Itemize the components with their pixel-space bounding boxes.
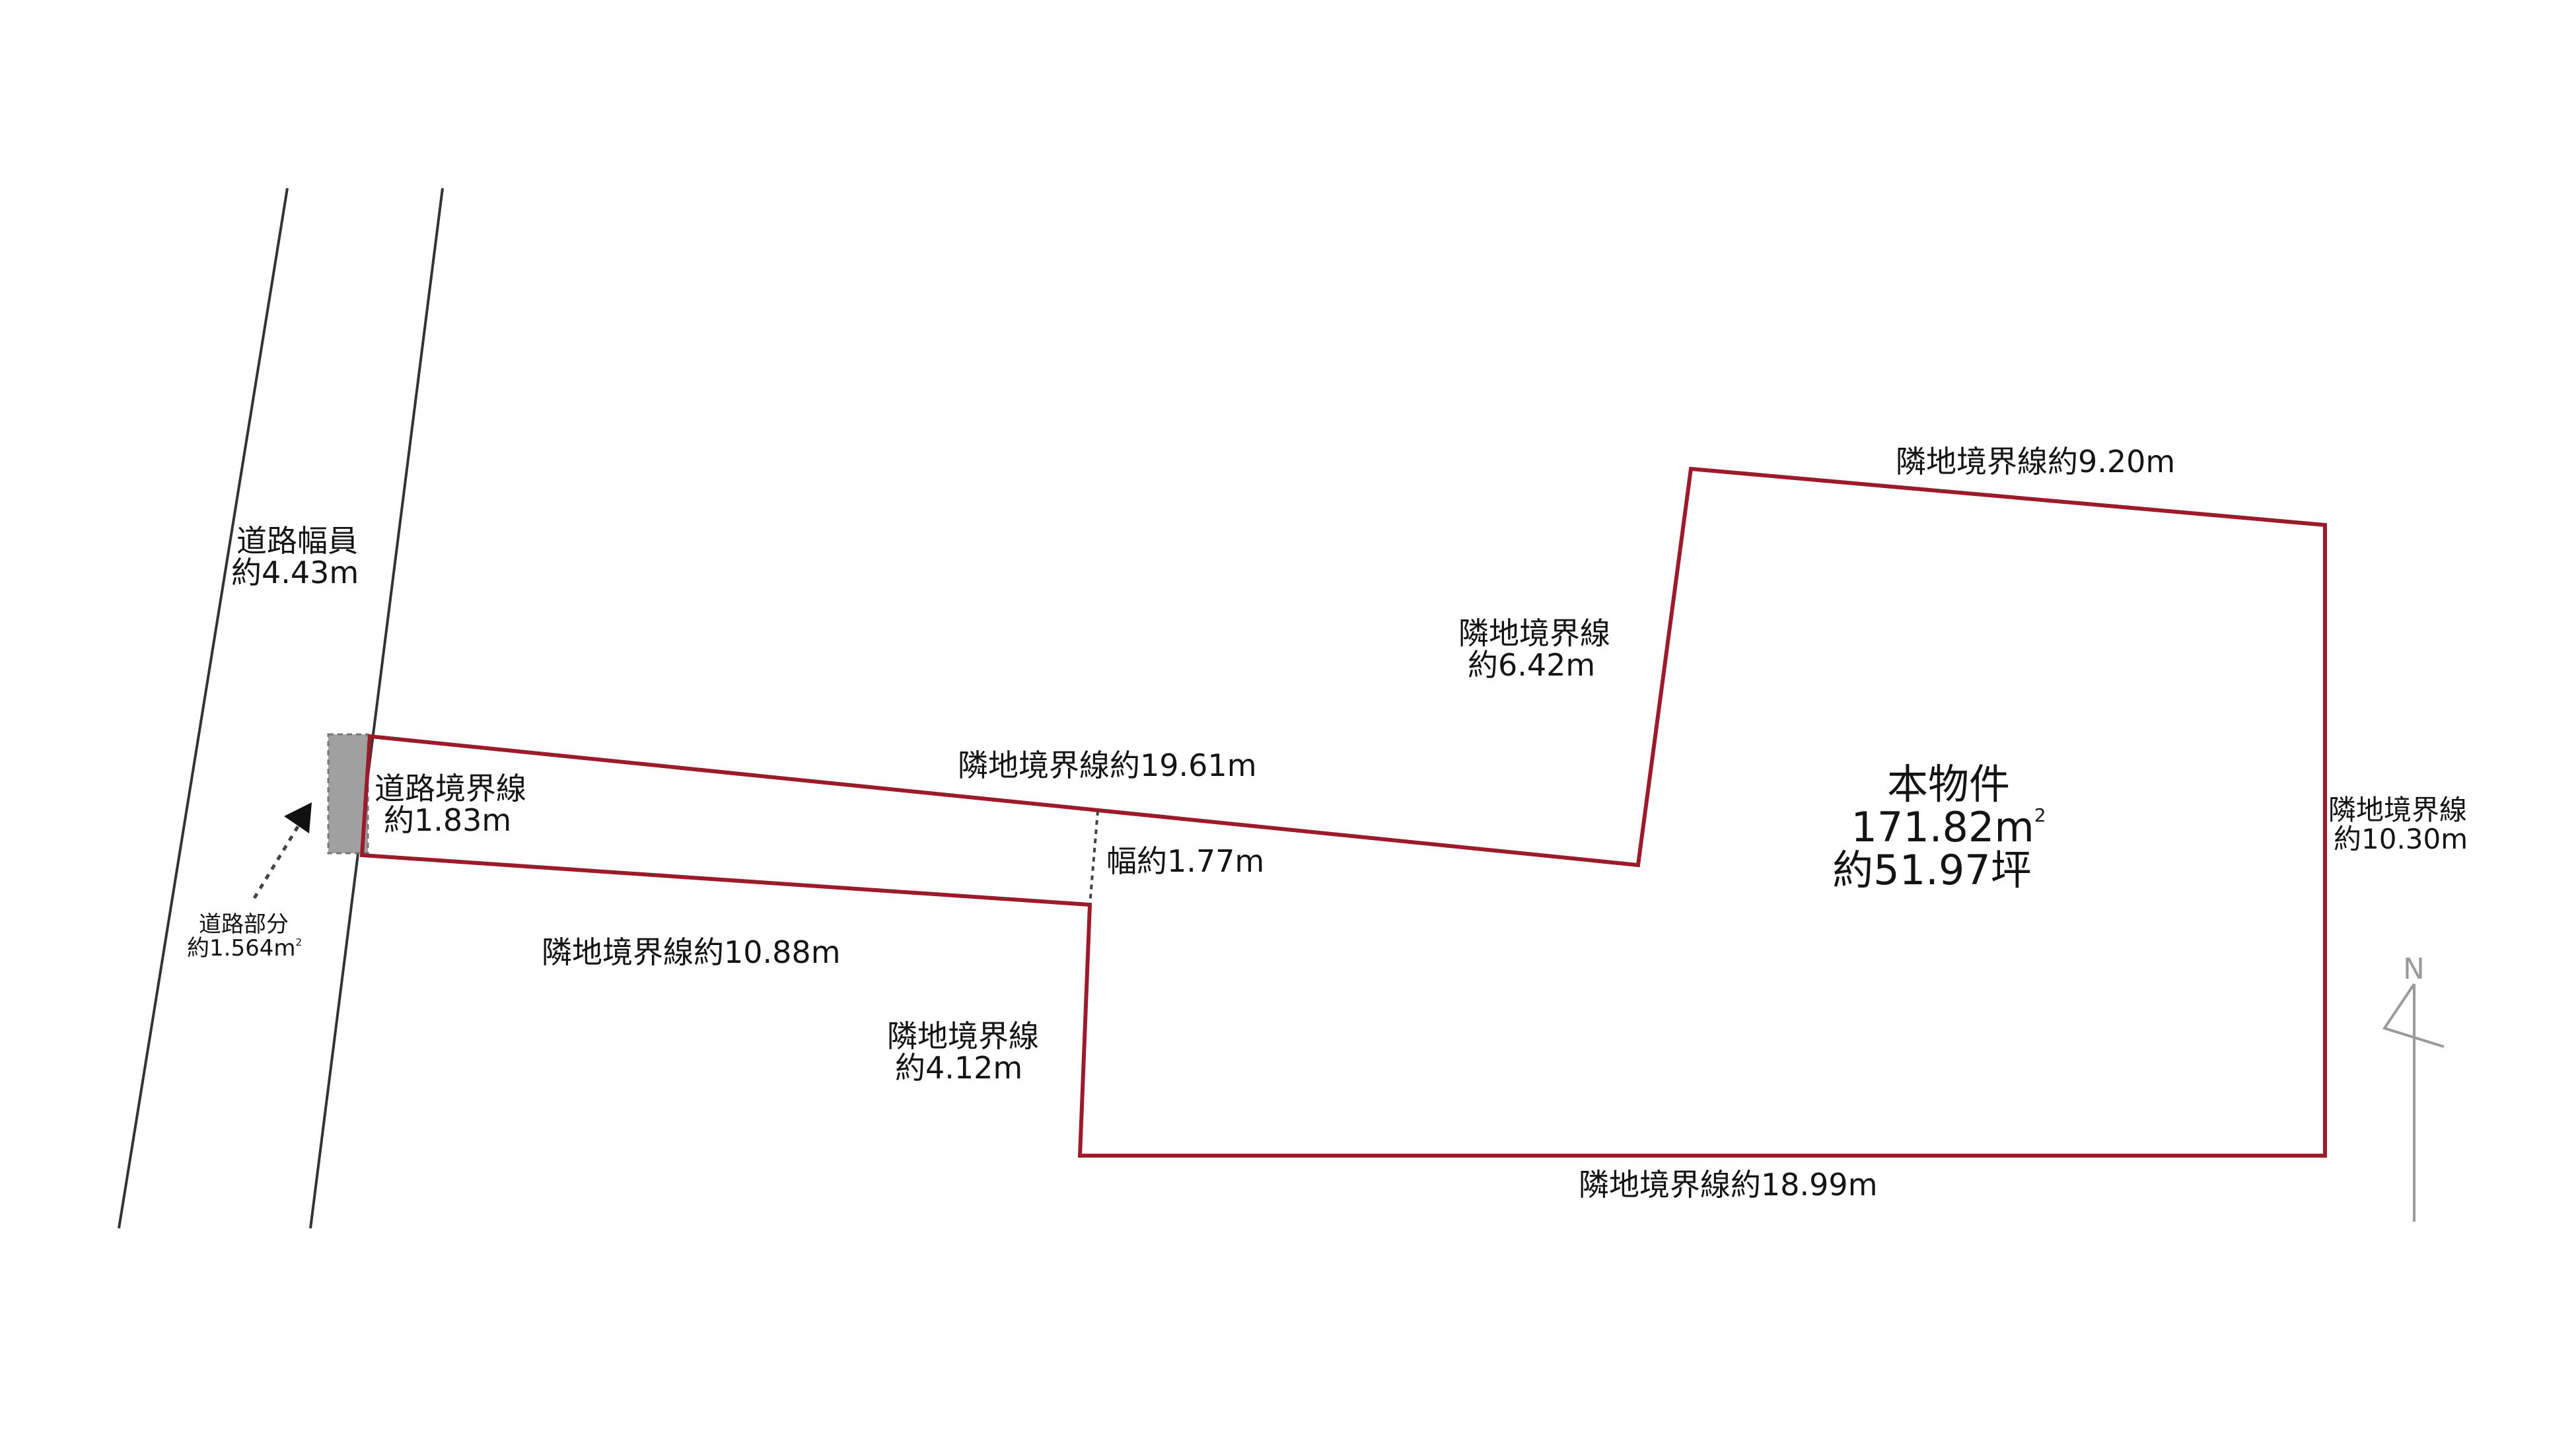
- property-info: 本物件 171.82m2 約51.97坪: [1810, 763, 2087, 892]
- road-portion-value: 約1.564m2: [187, 934, 303, 962]
- road-width-value: 約4.43m: [231, 555, 359, 591]
- boundary-label-top: 隣地境界線約9.20m: [1896, 444, 2176, 479]
- passage-width-line: [1089, 810, 1099, 905]
- arrow-head-icon: [284, 802, 312, 833]
- boundary-label-right: 隣地境界線 約10.30m: [2328, 794, 2468, 856]
- compass-north-label: N: [2403, 952, 2425, 986]
- road-portion-label: 道路部分 約1.564m2: [187, 913, 302, 960]
- road-width-label: 道路幅員 約4.43m: [231, 523, 359, 589]
- road-portion-title: 道路部分: [199, 911, 289, 938]
- passage-width-label: 幅約1.77m: [1106, 843, 1265, 879]
- boundary-label-inner-left: 隣地境界線 約6.42m: [1458, 615, 1610, 683]
- property-title: 本物件: [1886, 760, 2010, 808]
- property-boundary: [359, 466, 2327, 1158]
- road-boundary-label: 道路境界線 約1.83m: [375, 773, 526, 837]
- road-portion-arrow-line: [252, 821, 303, 899]
- road-edge-left: [118, 188, 289, 1229]
- road-portion-area: [327, 733, 369, 855]
- boundary-label-top-flag: 隣地境界線約19.61m: [958, 748, 1257, 783]
- boundary-label-flag-bottom: 隣地境界線約10.88m: [542, 934, 841, 970]
- north-arrow-icon: [2382, 983, 2445, 1222]
- property-area-tsubo: 約51.97坪: [1832, 846, 2032, 895]
- road-boundary-value: 約1.83m: [384, 802, 512, 839]
- boundary-label-lower-left: 隣地境界線 約4.12m: [887, 1018, 1039, 1086]
- boundary-label-bottom: 隣地境界線約18.99m: [1579, 1167, 1878, 1203]
- road-edge-right: [309, 188, 444, 1229]
- property-area-sqm: 171.82m2: [1851, 803, 2046, 852]
- road-boundary-title: 道路境界線: [375, 771, 526, 806]
- road-width-title: 道路幅員: [236, 523, 358, 559]
